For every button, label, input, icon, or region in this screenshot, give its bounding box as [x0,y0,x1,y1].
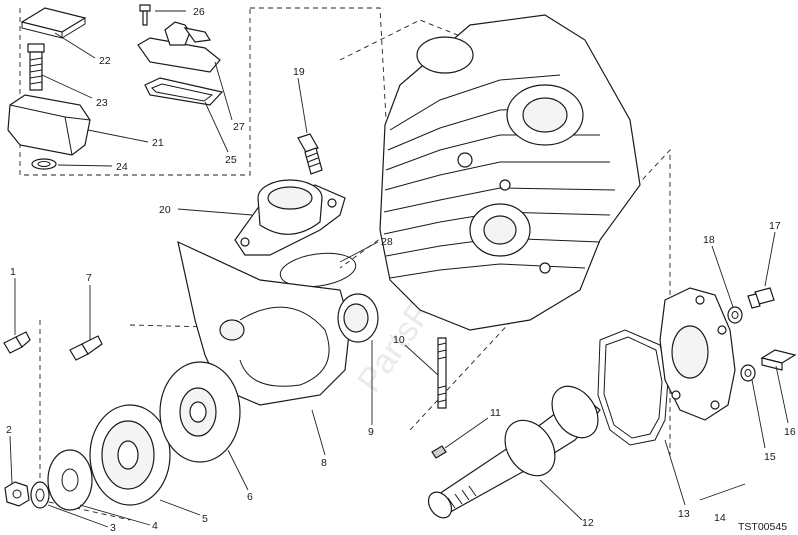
gasket-13 [597,329,669,446]
washer-15-hole [744,369,752,377]
leader-lines [9,10,789,528]
bolt-7 [69,335,103,361]
plate-4-hole [61,468,79,492]
callout-7: 7 [86,272,92,284]
intake-fitting-20 [234,179,346,256]
callout-16: 16 [784,426,796,438]
breather-cover-group [7,7,91,170]
washer-18 [727,306,743,324]
callout-14: 14 [714,512,726,524]
callout-9: 9 [368,426,374,438]
callout-1: 1 [10,266,16,278]
callout-11: 11 [490,407,501,419]
callout-25: 25 [225,154,237,166]
callout-5: 5 [202,513,208,525]
pin-11 [431,445,447,459]
plate-4 [47,449,93,511]
seal-9 [337,293,379,343]
callout-22: 22 [99,55,111,67]
callout-4: 4 [152,520,158,532]
diagram-code: TST00545 [738,521,787,533]
callout-10: 10 [393,334,405,346]
washer-15 [740,364,756,382]
cylinder-head [379,14,641,331]
o-ring-28 [279,252,357,288]
nut-2 [4,481,30,507]
camshaft-12 [427,385,601,519]
oil-fitting-group [137,4,224,106]
callout-27: 27 [233,121,245,133]
callout-24: 24 [116,161,128,173]
washer-3-hole [35,488,45,502]
bolt-19 [297,133,323,175]
washer-3 [30,481,50,509]
timing-cover-8 [177,240,351,406]
callout-18: 18 [703,234,715,246]
bolt-16 [760,349,797,371]
callout-15: 15 [764,451,776,463]
callout-12: 12 [582,517,594,529]
gasket-13-inner [603,336,663,439]
callout-8: 8 [321,457,327,469]
nut-2-hole [12,489,22,499]
callout-26: 26 [193,6,205,18]
callout-17: 17 [769,220,781,232]
bolt-1 [3,331,31,354]
callout-3: 3 [110,522,116,534]
callout-23: 23 [96,97,108,109]
callout-28: 28 [381,236,393,248]
callout-2: 2 [6,424,12,436]
sprocket-5 [89,404,171,506]
callout-13: 13 [678,508,690,520]
cam-cover-14 [659,287,736,421]
callout-19: 19 [293,66,305,78]
plug-17 [747,287,775,309]
callout-labels: 1 2 3 4 5 6 7 8 9 10 11 12 13 14 15 16 1… [6,6,796,534]
stud-10 [437,337,447,409]
washer-18-hole [731,311,739,319]
callout-20: 20 [159,204,171,216]
pulley-6 [159,361,241,463]
callout-6: 6 [247,491,253,503]
callout-21: 21 [152,137,164,149]
